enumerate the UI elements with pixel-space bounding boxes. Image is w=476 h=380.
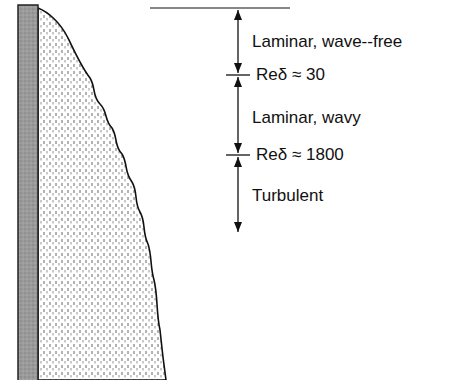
reynolds-threshold: Reδ ≈ 30: [256, 66, 325, 85]
regime-label: Turbulent: [252, 187, 323, 206]
dimension-arrow: [237, 77, 238, 153]
dimension-arrow: [237, 157, 238, 232]
reynolds-threshold: Reδ ≈ 1800: [256, 146, 344, 165]
reference-line: [150, 7, 290, 8]
regime-label: Laminar, wavy: [252, 109, 361, 128]
region-tick: [226, 154, 250, 155]
region-tick: [226, 74, 250, 75]
vertical-wall: [18, 5, 38, 380]
regime-label: Laminar, wave--free: [252, 33, 402, 52]
dimension-arrow: [237, 10, 238, 73]
liquid-film: [38, 8, 166, 380]
